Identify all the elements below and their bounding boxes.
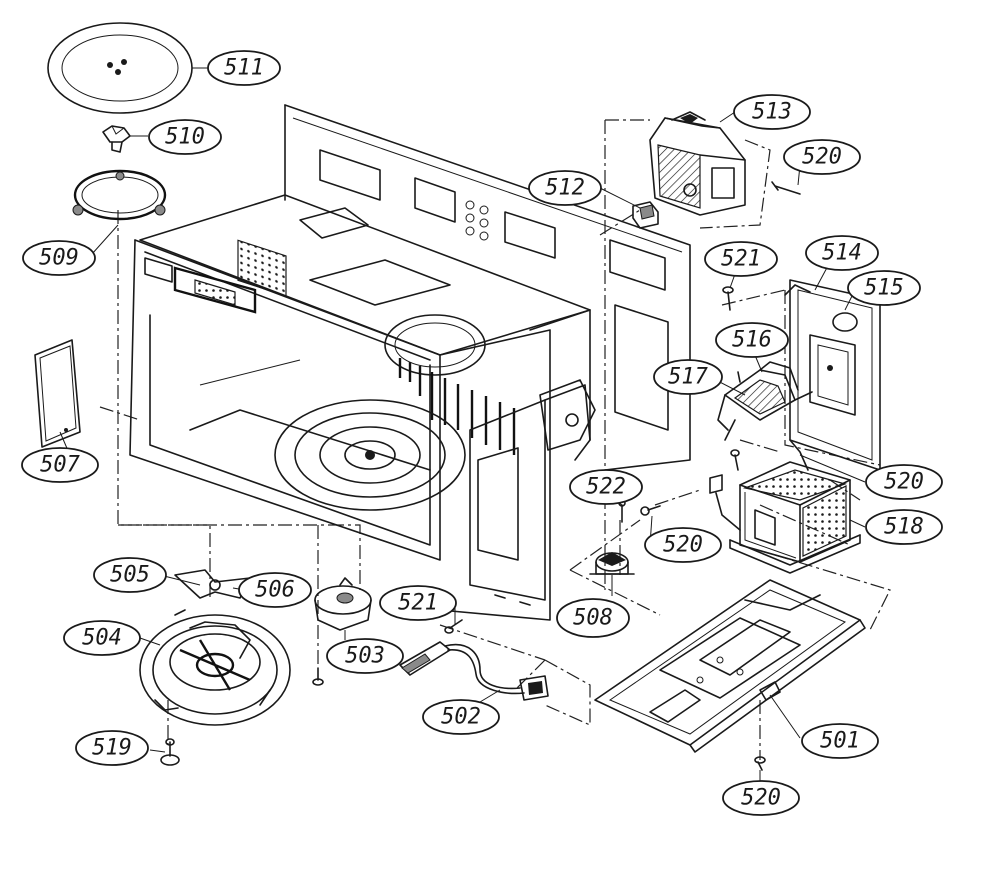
callout-516: 516 (715, 322, 789, 358)
thermal-fuse (632, 201, 659, 229)
screw-upper (722, 286, 734, 311)
callout-520-right-label: 520 (884, 470, 924, 495)
callout-511-label: 511 (224, 56, 264, 81)
callout-520-bottom-label: 520 (741, 786, 781, 811)
callout-521-upper: 521 (704, 241, 778, 277)
callout-517-label: 517 (668, 365, 708, 390)
callout-505: 505 (93, 557, 167, 593)
callout-508-label: 508 (573, 606, 613, 631)
wire-harness (399, 619, 549, 701)
thermostat (589, 552, 635, 575)
callout-522-label: 522 (586, 475, 626, 500)
screw-fan (160, 738, 180, 766)
callout-506-label: 506 (255, 578, 295, 603)
callout-501-label: 501 (820, 729, 860, 754)
callout-518-label: 518 (884, 515, 924, 540)
callout-509-label: 509 (39, 246, 79, 271)
callout-521-lower: 521 (379, 585, 457, 621)
magnetron (649, 111, 746, 216)
callout-511: 511 (207, 50, 281, 86)
screw-magnetron (771, 181, 801, 195)
roller-ring (72, 169, 167, 221)
callout-509: 509 (22, 240, 96, 276)
callout-514-label: 514 (822, 241, 862, 266)
callout-519: 519 (75, 730, 149, 766)
callout-520-right: 520 (865, 464, 943, 500)
callout-507-label: 507 (40, 453, 80, 478)
callout-519-label: 519 (92, 736, 132, 761)
callout-521-upper-label: 521 (721, 247, 761, 272)
callout-520-top-label: 520 (802, 145, 842, 170)
callout-503-label: 503 (345, 644, 385, 669)
callout-512-label: 512 (545, 176, 585, 201)
callout-520-mid-label: 520 (663, 533, 703, 558)
callout-502: 502 (422, 699, 500, 735)
callout-520-bottom: 520 (722, 780, 800, 816)
base-plate (594, 579, 866, 771)
callout-520-mid: 520 (644, 527, 722, 563)
turntable-tray (47, 22, 193, 114)
callout-503: 503 (326, 638, 404, 674)
callout-522: 522 (569, 469, 643, 505)
waveguide-cover (34, 339, 81, 448)
callout-508: 508 (556, 598, 630, 638)
callout-517: 517 (653, 359, 723, 395)
callout-512: 512 (528, 170, 602, 206)
callout-505-label: 505 (110, 563, 150, 588)
callout-510-label: 510 (165, 125, 205, 150)
turntable-motor (312, 577, 372, 686)
callout-501: 501 (801, 723, 879, 759)
callout-516-label: 516 (732, 328, 772, 353)
hv-transformer (709, 439, 861, 574)
callout-515-label: 515 (864, 276, 904, 301)
fan-housing (139, 609, 291, 726)
callout-513-label: 513 (752, 100, 792, 125)
callout-514: 514 (805, 235, 879, 271)
callout-510: 510 (148, 119, 222, 155)
callout-513: 513 (733, 94, 811, 130)
callout-504-label: 504 (82, 626, 122, 651)
callout-515: 515 (847, 270, 921, 306)
callout-507: 507 (21, 447, 99, 483)
callout-502-label: 502 (441, 705, 481, 730)
fan-blade (174, 569, 251, 599)
hv-bracket-plate (784, 279, 881, 471)
callout-506: 506 (238, 572, 312, 608)
hv-capacitor (717, 361, 813, 441)
oven-cavity (129, 104, 691, 621)
callout-504: 504 (63, 620, 141, 656)
callout-518: 518 (865, 509, 943, 545)
turntable-coupler (102, 125, 131, 153)
callout-521-lower-label: 521 (398, 591, 438, 616)
callout-520-top: 520 (783, 139, 861, 175)
